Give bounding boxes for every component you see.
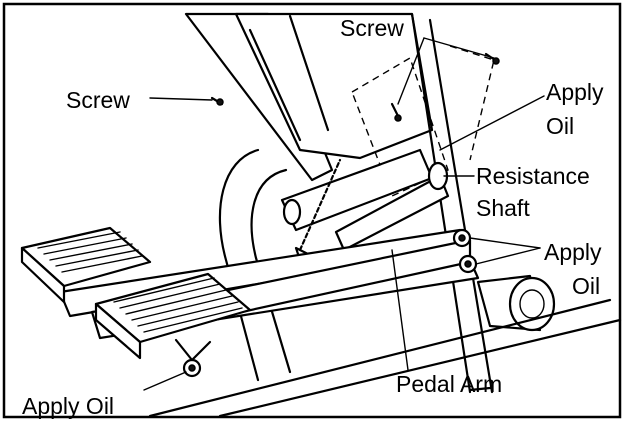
label-resistance-shaft-line2: Shaft [476,195,530,221]
label-resistance-shaft-line1: Resistance [476,163,590,189]
label-screw-top: Screw [340,15,404,41]
label-apply-oil-bottom: Apply Oil [22,393,114,419]
left-pedal [20,226,152,304]
label-apply-oil-right-line1: Apply [544,239,602,265]
label-apply-oil-top-line2: Oil [546,113,574,139]
label-screw-left: Screw [66,87,130,113]
leader-lines [143,37,545,391]
rear-roller [476,274,556,332]
label-pedal-arm: Pedal Arm [396,371,502,397]
base-rails [148,298,622,418]
label-apply-oil-top-line1: Apply [546,79,604,105]
dashed-cover-plate [351,45,495,197]
upright-column [184,12,494,394]
label-apply-oil-right-line2: Oil [572,273,600,299]
right-pedal [94,272,252,378]
